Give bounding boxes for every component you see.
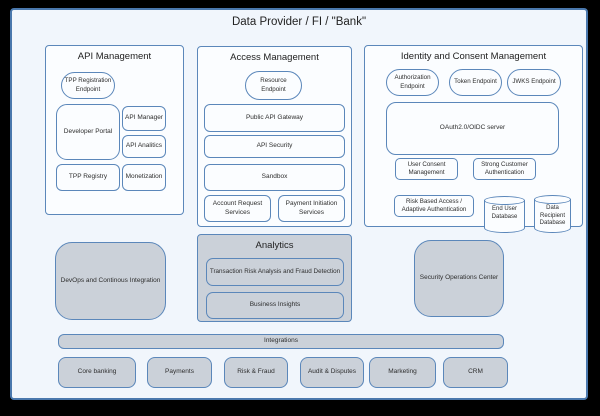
node-audit-disputes: Audit & Disputes [300, 357, 364, 388]
node-security-operations-center: Security Operations Center [414, 240, 504, 317]
section-identity-consent-management: Identity and Consent Management Authoriz… [364, 45, 583, 233]
section-analytics: Analytics Transaction Risk Analysis and … [197, 234, 352, 322]
database-cylinder-body [534, 199, 571, 233]
diagram-title: Data Provider / FI / "Bank" [231, 16, 367, 28]
node-api-analitics: API Analitics [122, 135, 166, 158]
node-data-recipient-database-label: Data Recipient Database [539, 205, 566, 226]
node-core-banking: Core banking [58, 357, 136, 388]
section-api-management-title: API Management [77, 51, 152, 62]
database-cylinder-top [484, 196, 525, 205]
node-data-recipient-database: Data Recipient Database [534, 195, 571, 233]
database-cylinder-top [534, 195, 571, 204]
node-business-insights: Business Insights [206, 292, 344, 319]
node-integrations-bar: Integrations [58, 334, 504, 349]
database-cylinder-body [484, 200, 525, 233]
node-sandbox: Sandbox [204, 164, 345, 191]
node-tpp-registry: TPP Registry [56, 164, 120, 191]
node-api-security: API Security [204, 135, 345, 158]
node-marketing: Marketing [369, 357, 436, 388]
node-developer-portal: Developer Portal [56, 104, 120, 160]
node-payment-initiation-services: Payment Initiation Services [278, 195, 345, 222]
node-token-endpoint: Token Endpoint [449, 69, 502, 96]
node-devops-continous-integration: DevOps and Continous Integration [55, 242, 166, 320]
node-strong-customer-authentication: Strong Customer Authentication [473, 158, 536, 180]
node-monetization: Monetization [122, 164, 166, 191]
node-tpp-registration-endpoint: TPP Registration Endpoint [61, 72, 115, 99]
node-payments: Payments [147, 357, 212, 388]
node-account-request-services: Account Request Services [204, 195, 271, 222]
node-api-manager: API Manager [122, 106, 166, 131]
section-analytics-title: Analytics [255, 240, 294, 251]
node-authorization-endpoint: Authorization Endpoint [386, 69, 439, 96]
section-access-management: Access Management Resource Endpoint Publ… [197, 46, 352, 227]
node-oauth-oidc-server: OAuth2.0/OIDC server [386, 102, 559, 155]
node-risk-fraud: Risk & Fraud [224, 357, 288, 388]
section-api-management: API Management TPP Registration Endpoint… [45, 45, 184, 215]
node-end-user-database-label: End User Database [491, 206, 518, 220]
node-jwks-endpoint: JWKS Endpoint [507, 69, 561, 96]
node-user-consent-management: User Consent Management [395, 158, 458, 180]
node-public-api-gateway: Public API Gateway [204, 104, 345, 132]
node-end-user-database: End User Database [484, 196, 525, 233]
node-resource-endpoint: Resource Endpoint [245, 71, 302, 100]
node-risk-based-access: Risk Based Access / Adaptive Authenticat… [394, 195, 474, 217]
node-crm: CRM [443, 357, 508, 388]
section-access-management-title: Access Management [230, 52, 319, 63]
section-identity-consent-title: Identity and Consent Management [400, 51, 547, 62]
diagram-canvas: Data Provider / FI / "Bank" API Manageme… [10, 8, 588, 400]
node-transaction-risk-analysis: Transaction Risk Analysis and Fraud Dete… [206, 258, 344, 286]
